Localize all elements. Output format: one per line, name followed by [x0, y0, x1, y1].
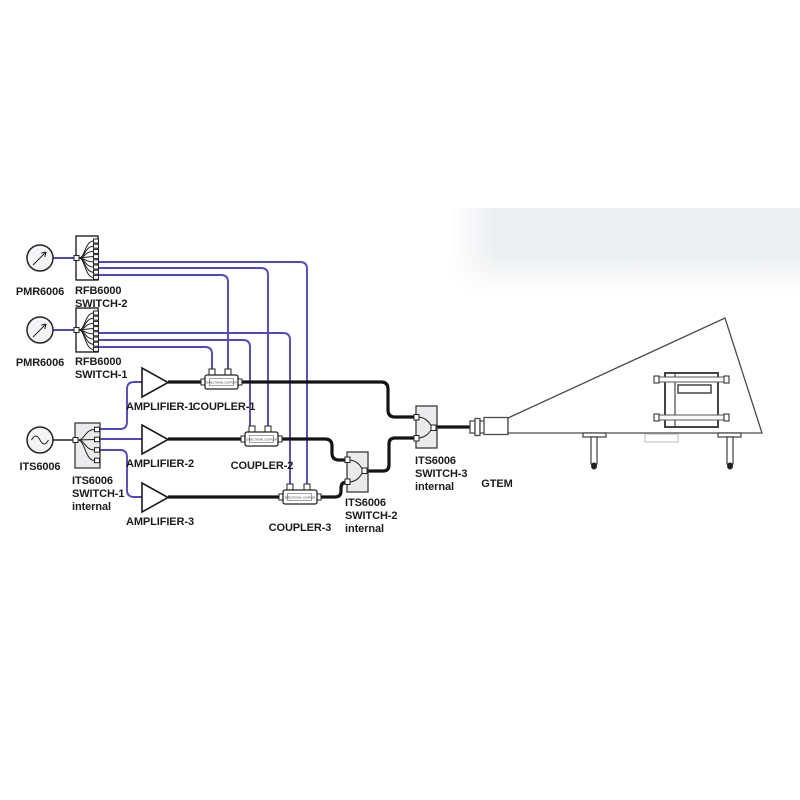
background-band: [450, 208, 800, 294]
power-meter-bottom: [26, 316, 54, 344]
label-amplifier-2: AMPLIFIER-2: [126, 458, 194, 470]
switch-its6006-2: [344, 451, 369, 493]
label-meter-top: PMR6006: [15, 286, 65, 298]
label-meter-bottom: PMR6006: [15, 357, 65, 369]
label-signal-source: ITS6006: [19, 461, 61, 473]
label-gtem: GTEM: [481, 478, 513, 490]
switch-rfb6000-1: [73, 307, 99, 353]
svg-text:DIRECTIONAL COUPLER: DIRECTIONAL COUPLER: [285, 495, 316, 499]
label-coupler-2: COUPLER-2: [230, 460, 294, 472]
gtem-door-slot: [677, 384, 712, 394]
amplifier-1-symbol: [141, 366, 170, 399]
coupler-2-symbol: DIRECTIONAL COUPLER: [240, 425, 283, 447]
label-coupler-3: COUPLER-3: [268, 522, 332, 534]
coupler-1-symbol: DIRECTIONAL COUPLER: [200, 368, 243, 390]
gtem-leg-right: [717, 432, 742, 470]
amplifier-2-symbol: [141, 423, 170, 456]
label-amplifier-1: AMPLIFIER-1: [126, 401, 194, 413]
label-amplifier-3: AMPLIFIER-3: [126, 516, 194, 528]
gtem-leg-left: [582, 432, 607, 470]
switch-its6006-1: [72, 422, 101, 469]
coupler-3-symbol: DIRECTIONAL COUPLER: [278, 483, 322, 505]
gtem-cell: [469, 317, 763, 470]
svg-text:DIRECTIONAL COUPLER: DIRECTIONAL COUPLER: [206, 380, 237, 384]
label-coupler-1: COUPLER-1: [192, 401, 256, 413]
svg-text:DIRECTIONAL COUPLER: DIRECTIONAL COUPLER: [246, 437, 277, 441]
gtem-door: [653, 372, 730, 428]
power-meter-top: [26, 244, 54, 272]
signal-wires: [53, 257, 308, 498]
signal-source: [26, 426, 54, 454]
gtem-floor-hatch: [644, 433, 679, 443]
amplifier-3-symbol: [141, 481, 170, 514]
switch-rfb6000-2: [73, 235, 99, 281]
switch-its6006-3: [413, 405, 438, 449]
